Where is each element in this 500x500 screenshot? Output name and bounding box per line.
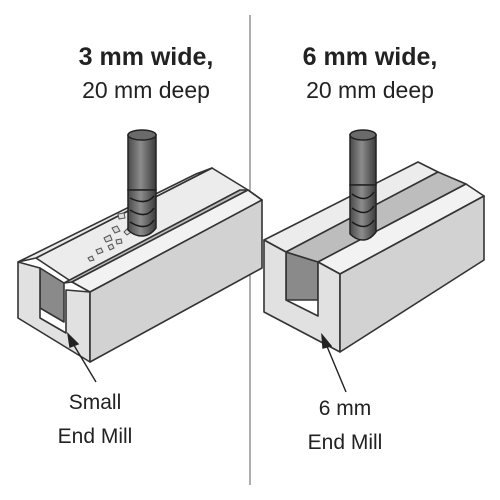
right-title: 6 mm wide, 20 mm deep <box>250 40 490 106</box>
right-caption-line1: 6 mm <box>318 397 372 420</box>
right-title-line2: 20 mm deep <box>306 77 434 103</box>
left-callout-arrow <box>66 331 97 383</box>
left-flute-line <box>129 195 155 203</box>
left-front-end <box>247 189 263 201</box>
left-caption-line1: Small <box>68 391 122 414</box>
chip <box>87 255 95 262</box>
left-title: 3 mm wide, 20 mm deep <box>26 40 266 106</box>
left-flute-line <box>129 219 155 228</box>
right-tool-shank <box>349 134 377 186</box>
left-title-line1: 3 mm wide, <box>78 43 214 71</box>
left-tool-shank <box>127 134 157 191</box>
right-front-face <box>339 195 485 353</box>
chip <box>111 225 121 234</box>
chip <box>115 238 123 245</box>
right-end-mill <box>349 129 377 241</box>
chip <box>95 247 104 255</box>
left-front-face <box>89 199 263 363</box>
left-slot-inner <box>39 267 65 323</box>
right-flute-line <box>351 219 375 228</box>
right-end-face <box>263 239 341 353</box>
right-callout-arrow <box>321 332 347 393</box>
left-end-mill <box>127 129 157 237</box>
left-flute-line <box>129 207 155 216</box>
right-caption: 6 mm End Mill <box>270 392 420 460</box>
left-tool-top <box>127 129 157 141</box>
left-end-face <box>17 261 91 363</box>
left-caption-line2: End Mill <box>57 425 133 448</box>
chip <box>107 243 115 251</box>
left-tool-flutes <box>127 189 157 237</box>
left-title-line2: 20 mm deep <box>82 77 210 103</box>
right-title-line1: 6 mm wide, <box>302 43 438 71</box>
right-flute-line <box>351 191 375 200</box>
chip <box>103 234 113 243</box>
chip <box>117 212 126 220</box>
left-caption: Small End Mill <box>20 386 170 454</box>
right-flute-line <box>351 205 375 214</box>
right-caption-line2: End Mill <box>307 431 383 454</box>
right-tool-top <box>349 129 377 141</box>
